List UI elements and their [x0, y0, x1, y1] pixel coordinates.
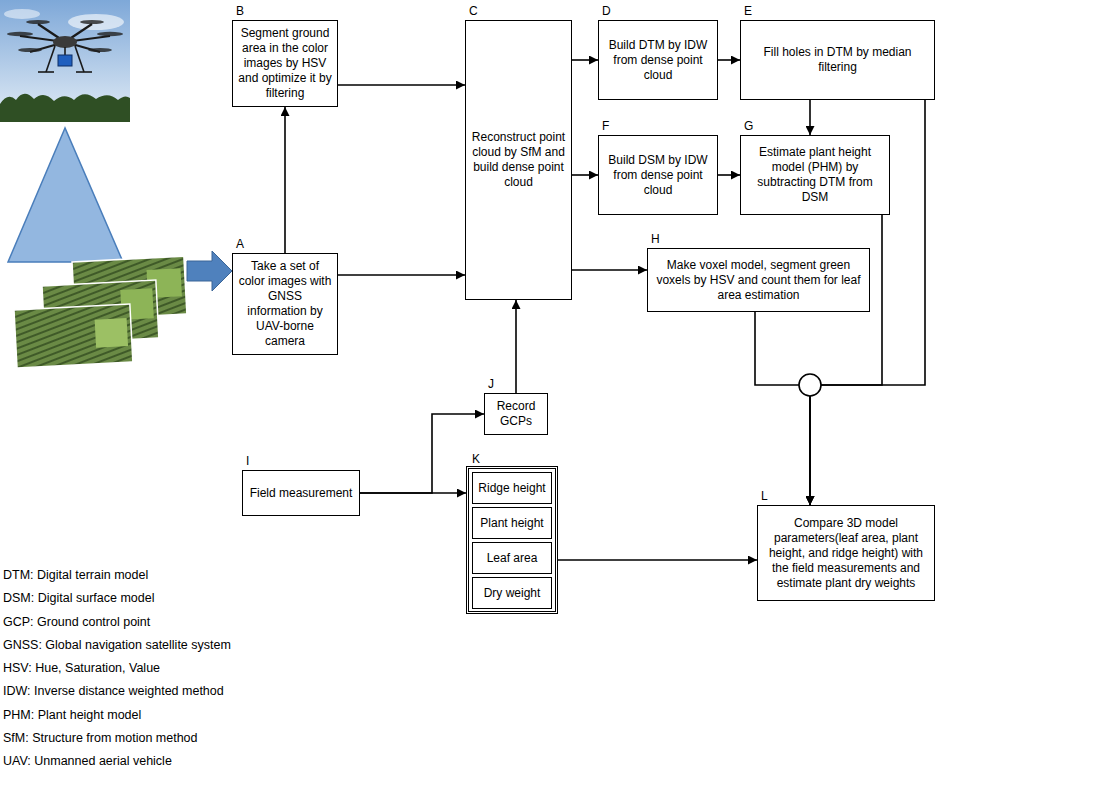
flow-arrow — [718, 174, 740, 176]
abbreviation-note: UAV: Unmanned aerial vehicle — [3, 750, 231, 773]
tree-line — [0, 94, 130, 122]
measurement-item: Dry weight — [472, 577, 552, 609]
measurement-item: Leaf area — [472, 542, 552, 574]
flow-arrow — [572, 59, 598, 61]
abbreviation-note: IDW: Inverse distance weighted method — [3, 680, 231, 703]
process-box: BSegment ground area in the color images… — [232, 20, 338, 107]
input-arrow — [187, 251, 232, 291]
camera — [58, 55, 72, 66]
flow-arrow — [284, 107, 286, 253]
step-text: Dry weight — [473, 583, 551, 604]
abbreviation-note: GCP: Ground control point — [3, 611, 231, 634]
flow-arrow — [809, 100, 811, 135]
step-text: Make voxel model, segment green voxels b… — [648, 255, 869, 306]
step-text: Leaf area — [473, 548, 551, 569]
cloud — [4, 9, 40, 19]
process-box: HMake voxel model, segment green voxels … — [647, 248, 870, 312]
step-letter: K — [472, 452, 480, 466]
step-text: Plant height — [473, 513, 551, 534]
step-text: Compare 3D model parameters(leaf area, p… — [758, 513, 934, 594]
measurement-group: KRidge heightPlant heightLeaf areaDry we… — [466, 466, 558, 614]
step-text: Field measurement — [243, 483, 359, 504]
landing-gear — [38, 46, 92, 72]
step-letter: H — [651, 232, 660, 246]
process-box: FBuild DSM by IDW from dense point cloud — [598, 135, 718, 215]
step-letter: B — [236, 4, 244, 18]
step-text: Ridge height — [473, 478, 551, 499]
step-text: Fill holes in DTM by median filtering — [741, 42, 934, 78]
abbreviation-note: DSM: Digital surface model — [3, 587, 231, 610]
measurement-item: Plant height — [472, 507, 552, 539]
step-text: Estimate plant height model (PHM) by sub… — [741, 142, 889, 208]
abbreviation-note: HSV: Hue, Saturation, Value — [3, 657, 231, 680]
abbreviation-note: PHM: Plant height model — [3, 704, 231, 727]
flow-arrow — [572, 269, 647, 271]
step-letter: E — [744, 4, 752, 18]
process-box: CReconstruct point cloud by SfM and buil… — [465, 20, 572, 300]
process-box: IField measurement — [242, 470, 360, 516]
cloud — [68, 14, 124, 30]
flow-arrow — [338, 274, 465, 276]
flow-arrow — [360, 492, 466, 494]
summing-junction — [799, 374, 821, 396]
process-box: GEstimate plant height model (PHM) by su… — [740, 135, 890, 215]
step-text: Reconstruct point cloud by SfM and build… — [466, 127, 571, 193]
flow-arrow — [558, 559, 757, 561]
view-cone — [8, 128, 123, 262]
flow-arrow — [515, 300, 517, 393]
abbreviation-note: DTM: Digital terrain model — [3, 564, 231, 587]
abbreviation-note: SfM: Structure from motion method — [3, 727, 231, 750]
step-letter: D — [602, 4, 611, 18]
process-box: DBuild DTM by IDW from dense point cloud — [598, 20, 718, 100]
measurement-item: Ridge height — [472, 472, 552, 504]
process-box: EFill holes in DTM by median filtering — [740, 20, 935, 100]
process-box: LCompare 3D model parameters(leaf area, … — [757, 505, 935, 601]
step-text: Build DSM by IDW from dense point cloud — [599, 150, 717, 201]
step-text: Segment ground area in the color images … — [233, 23, 337, 104]
flow-arrow — [572, 174, 598, 176]
drone-photo — [0, 0, 130, 122]
drone-body — [53, 36, 77, 48]
process-box: ATake a set of color images with GNSS in… — [232, 253, 338, 355]
step-letter: C — [469, 4, 478, 18]
flow-arrow — [755, 312, 810, 505]
step-letter: J — [488, 377, 494, 391]
step-text: Take a set of color images with GNSS inf… — [233, 256, 337, 352]
step-letter: I — [246, 454, 249, 468]
process-box: JRecord GCPs — [484, 393, 548, 435]
step-text: Record GCPs — [485, 396, 547, 432]
abbreviation-list: DTM: Digital terrain modelDSM: Digital s… — [3, 564, 231, 774]
step-letter: A — [236, 237, 244, 251]
flow-arrow — [338, 84, 465, 86]
step-letter: L — [761, 489, 768, 503]
step-letter: F — [602, 119, 609, 133]
field-photo — [14, 304, 133, 368]
abbreviation-note: GNSS: Global navigation satellite system — [3, 634, 231, 657]
sky — [0, 0, 130, 122]
flow-arrow — [718, 59, 740, 61]
step-text: Build DTM by IDW from dense point cloud — [599, 35, 717, 86]
step-letter: G — [744, 119, 753, 133]
